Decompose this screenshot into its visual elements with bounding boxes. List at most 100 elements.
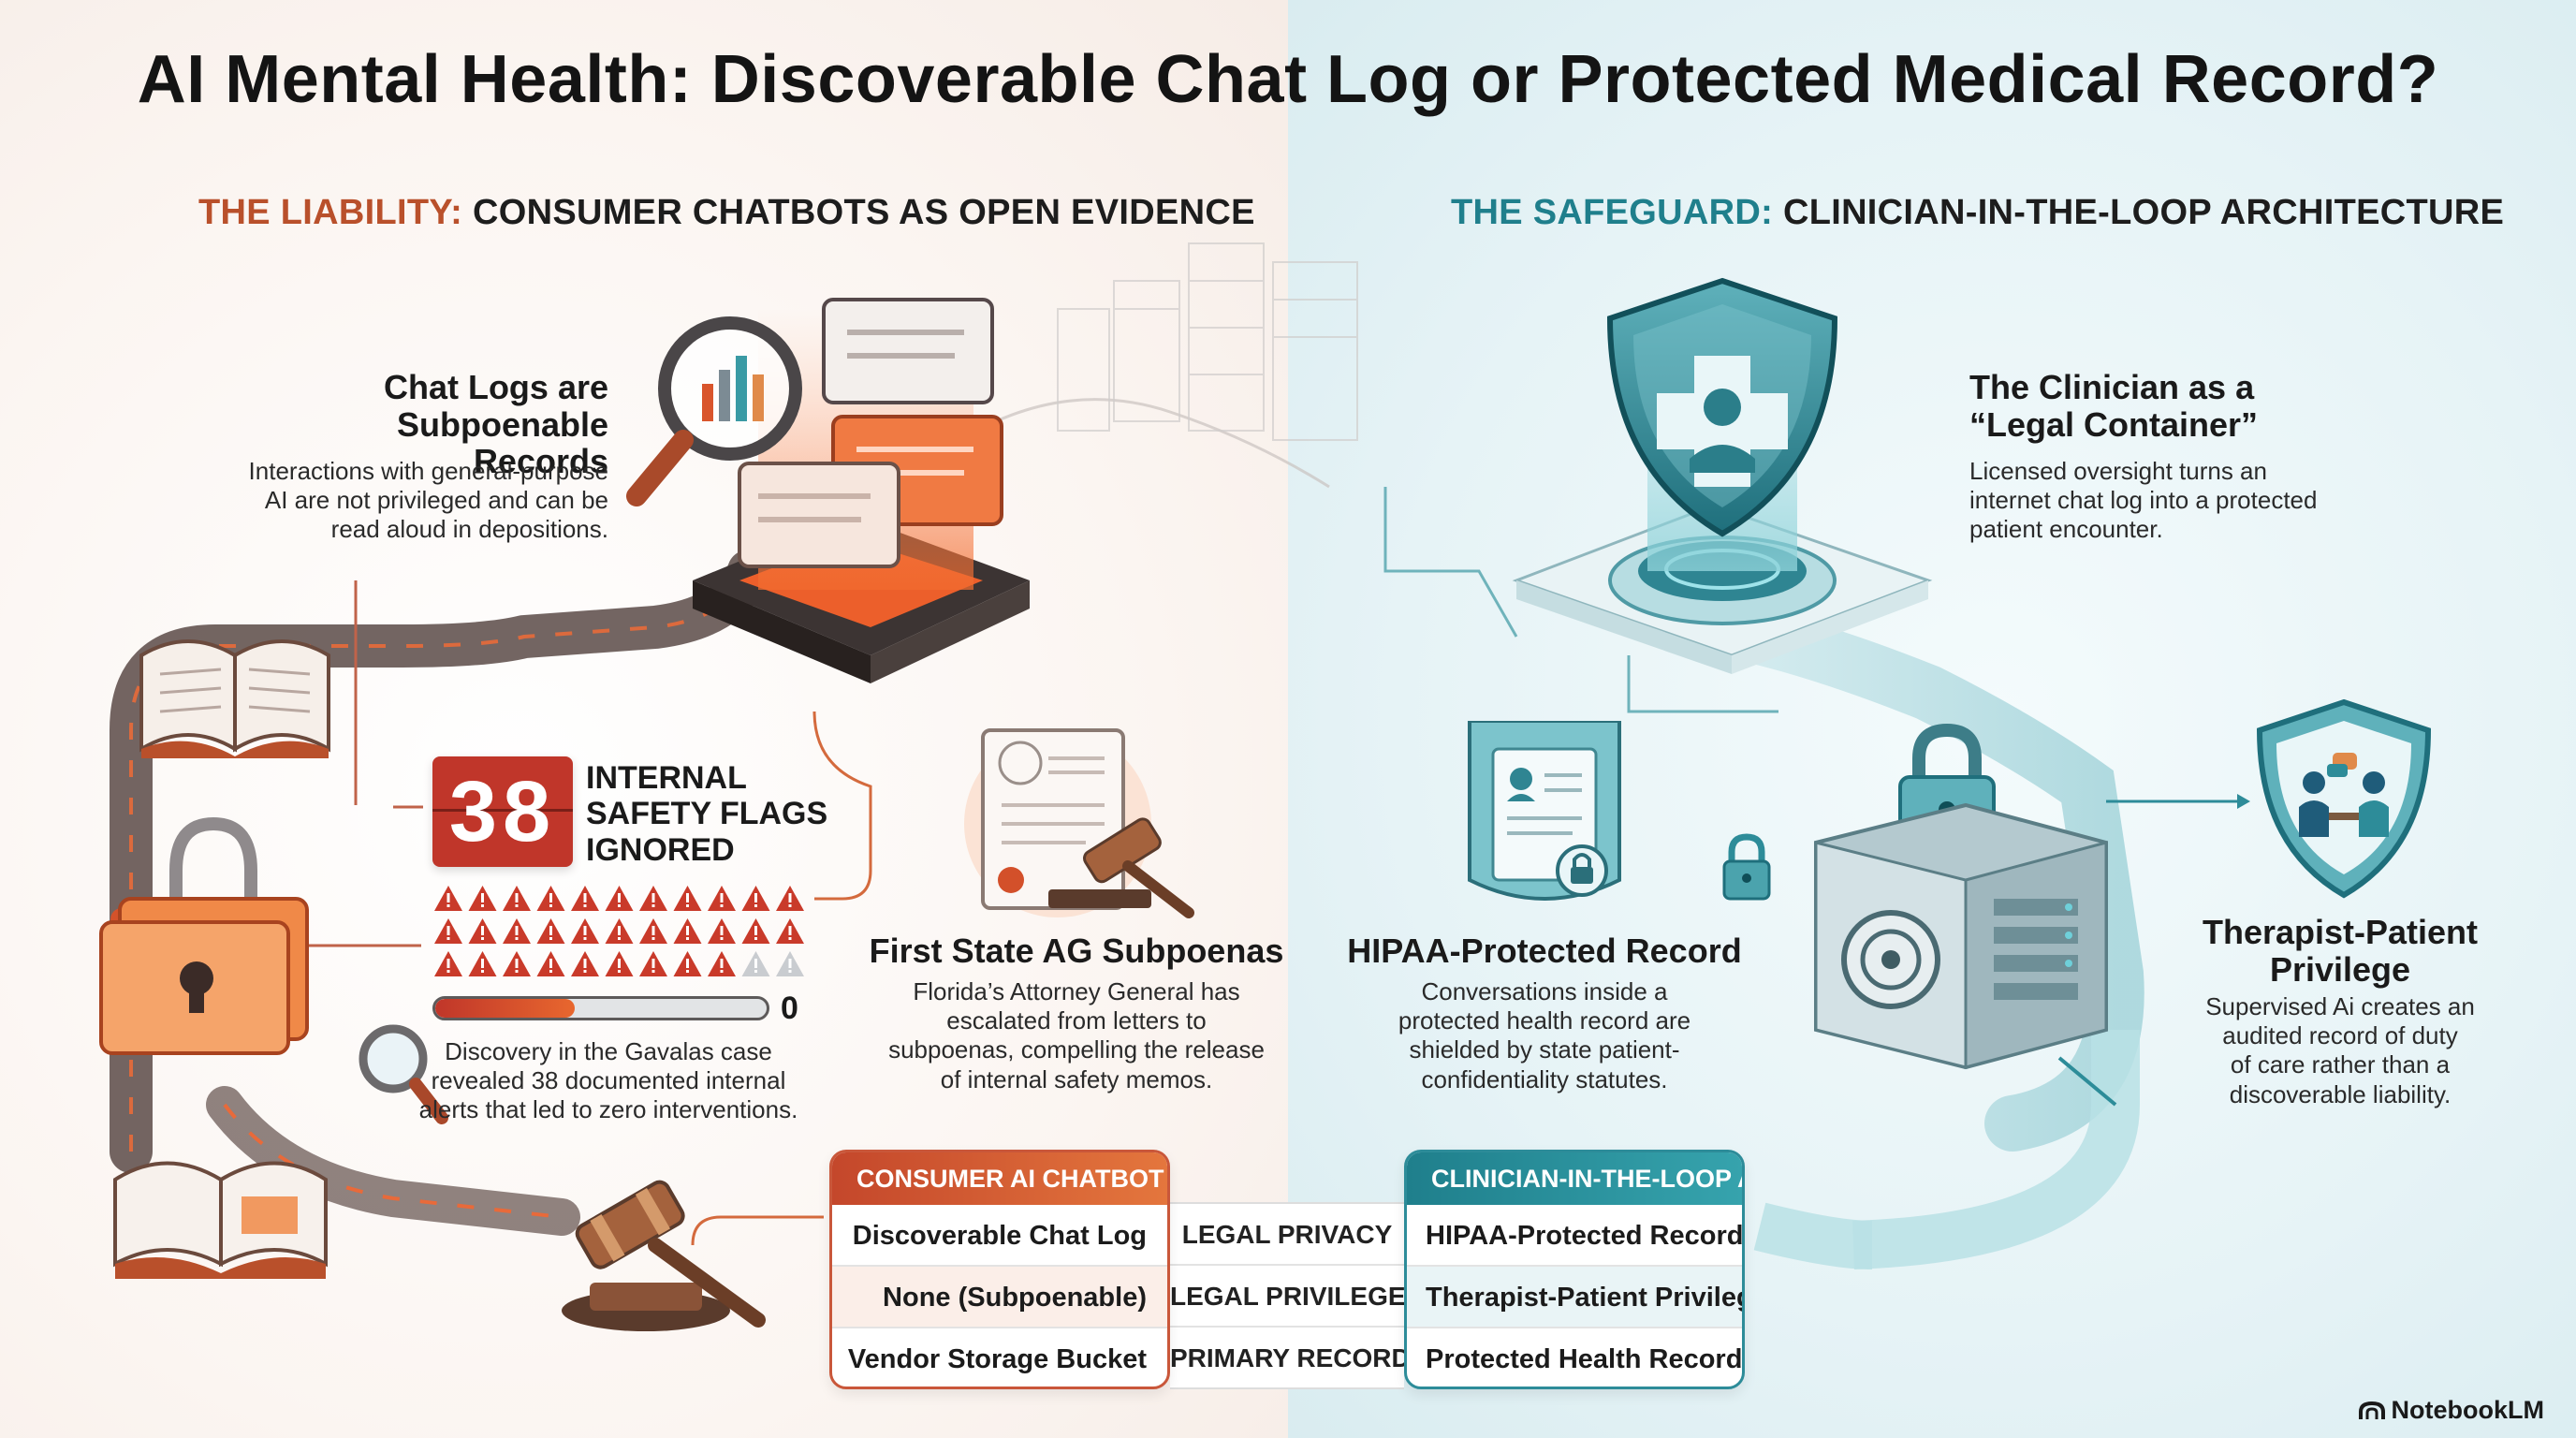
warning-triangle-icon: [741, 918, 770, 944]
warning-triangle-icon: [673, 918, 702, 944]
liability-heading-accent: THE LIABILITY:: [198, 193, 463, 232]
table-row-clinician: Therapist-Patient Privilege: [1407, 1267, 1742, 1328]
chat-logs-body-line2: AI are not privileged and can be: [264, 486, 608, 515]
table-row-consumer: None (Subpoenable): [832, 1267, 1167, 1328]
warning-triangle-icon: [571, 951, 599, 976]
warning-triangle-icon: [673, 951, 702, 976]
clinician-ai-header: CLINICIAN-IN-THE-LOOP AI: [1407, 1152, 1742, 1205]
warning-triangle-icon: [503, 886, 531, 911]
warning-triangle-icon: [605, 951, 634, 976]
clinician-body-line1: Licensed oversight turns an: [1969, 457, 2267, 485]
warning-triangle-icon: [468, 918, 497, 944]
privilege-body-line1: Supervised Ai creates an: [2205, 992, 2475, 1020]
privilege-title-line2: Privilege: [2269, 949, 2411, 989]
safety-flags-label-line3: IGNORED: [586, 831, 735, 868]
safety-flags-body-line3: alerts that led to zero interventions.: [418, 1095, 798, 1124]
warning-triangle-icon: [503, 918, 531, 944]
clinician-body-line3: patient encounter.: [1969, 515, 2163, 544]
warning-triangle-icon: [434, 951, 462, 976]
hipaa-body: Conversations inside a protected health …: [1310, 977, 1778, 1094]
magnifier-chart-icon: [626, 316, 802, 506]
warning-triangle-icon: [503, 951, 531, 976]
liability-heading: THE LIABILITY: CONSUMER CHATBOTS AS OPEN…: [198, 193, 1255, 233]
document-seal-icon: [964, 728, 1194, 918]
warning-triangle-icon: [741, 951, 770, 976]
warning-triangle-icon: [468, 886, 497, 911]
therapist-shield-icon: [2256, 698, 2432, 899]
warning-triangle-icon: [605, 886, 634, 911]
clinician-title-line2: “Legal Container”: [1969, 404, 2259, 444]
medical-record-icon: [1468, 721, 1621, 901]
warning-triangle-icon: [708, 918, 736, 944]
warning-triangle-icon: [536, 918, 565, 944]
ag-subpoenas-body: Florida’s Attorney General has escalated…: [852, 977, 1301, 1094]
privilege-body-line3: of care rather than a: [2230, 1050, 2451, 1079]
privilege-title-line1: Therapist-Patient: [2202, 913, 2479, 951]
privilege-body: Supervised Ai creates an audited record …: [2153, 992, 2527, 1109]
ag-subpoenas-title: First State AG Subpoenas: [869, 932, 1284, 970]
safeguard-heading: THE SAFEGUARD: CLINICIAN-IN-THE-LOOP ARC…: [1451, 193, 2504, 233]
ag-subpoenas-body-line2: escalated from letters to: [946, 1006, 1207, 1035]
clinician-body-line2: internet chat log into a protected: [1969, 486, 2318, 515]
intervention-bar-fill: [435, 999, 575, 1018]
comparison-middle-column: LEGAL PRIVACY LEGAL PRIVILEGE PRIMARY RE…: [1170, 1202, 1411, 1389]
ag-subpoenas-body-line4: of internal safety memos.: [940, 1064, 1213, 1093]
safety-flags-label-line1: INTERNAL: [586, 760, 747, 796]
table-row-label: PRIMARY RECORD: [1170, 1343, 1411, 1372]
warning-triangle-icon: [776, 918, 804, 944]
privilege-title: Therapist-Patient Privilege: [2153, 914, 2527, 988]
table-row-consumer: Discoverable Chat Log: [832, 1205, 1167, 1267]
warning-triangle-icon: [571, 918, 599, 944]
ag-subpoenas-body-line3: subpoenas, compelling the release: [888, 1035, 1265, 1064]
padlock-icon: [1722, 833, 1771, 901]
safety-flags-body-line1: Discovery in the Gavalas case: [445, 1037, 772, 1065]
ag-subpoenas-body-line1: Florida’s Attorney General has: [913, 977, 1240, 1005]
privilege-body-line2: audited record of duty: [2222, 1021, 2458, 1050]
magnifier-icon: [359, 1024, 448, 1124]
warning-triangle-icon: [776, 886, 804, 911]
warning-triangle-grid: [432, 884, 809, 981]
warning-triangle-icon: [776, 951, 804, 976]
warning-triangle-icon: [434, 918, 462, 944]
warning-triangle-icon: [708, 886, 736, 911]
intervention-bar: [432, 996, 769, 1020]
warning-triangle-icon: [605, 918, 634, 944]
warning-triangle-icon: [639, 886, 667, 911]
clinician-ai-column: CLINICIAN-IN-THE-LOOP AI HIPAA-Protected…: [1404, 1150, 1745, 1389]
brand-logo[interactable]: NotebookLM: [2358, 1396, 2544, 1425]
counter-split-line: [432, 809, 573, 812]
warning-triangle-icon: [434, 886, 462, 911]
chat-logs-title-line1: Chat Logs are: [383, 368, 608, 406]
warning-triangle-icon: [673, 886, 702, 911]
notebooklm-logo-icon: [2358, 1401, 2385, 1419]
safety-flags-body: Discovery in the Gavalas case revealed 3…: [393, 1037, 824, 1125]
unlocked-folder-icon: [99, 816, 309, 1055]
gavel-icon: [562, 1180, 766, 1331]
warning-triangle-icon: [468, 951, 497, 976]
warning-triangle-icon: [741, 886, 770, 911]
comparison-table: LEGAL PRIVACY LEGAL PRIVILEGE PRIMARY RE…: [829, 1150, 1745, 1389]
chat-logs-title-line2: Subpoenable Records: [396, 404, 608, 481]
warning-triangle-icon: [708, 951, 736, 976]
shield-medical-icon: [1512, 277, 1933, 674]
page-title: AI Mental Health: Discoverable Chat Log …: [137, 42, 2439, 117]
warning-triangle-icon: [434, 886, 804, 976]
table-row-label: LEGAL PRIVILEGE: [1170, 1266, 1406, 1328]
table-row-clinician: Protected Health Record: [1426, 1344, 1743, 1374]
safety-flag-count: 38: [448, 764, 557, 859]
clinician-body: Licensed oversight turns an internet cha…: [1969, 457, 2363, 545]
warning-triangle-icon: [571, 886, 599, 911]
clinician-title: The Clinician as a “Legal Container”: [1969, 369, 2363, 443]
hipaa-title: HIPAA-Protected Record: [1347, 932, 1742, 970]
safety-flags-label-line2: SAFETY FLAGS: [586, 796, 828, 832]
clinician-title-line1: The Clinician as a: [1969, 368, 2255, 406]
hipaa-body-line2: protected health record are: [1398, 1006, 1691, 1035]
chat-logs-body: Interactions with general-purpose AI are…: [234, 457, 608, 545]
table-row-clinician: HIPAA-Protected Record: [1407, 1205, 1742, 1267]
liability-heading-rest: CONSUMER CHATBOTS AS OPEN EVIDENCE: [462, 193, 1255, 232]
hipaa-body-line4: confidentiality statutes.: [1421, 1064, 1668, 1093]
safety-flag-counter: 38: [432, 756, 573, 867]
table-row-consumer: Vendor Storage Bucket: [847, 1344, 1147, 1374]
chat-logs-body-line1: Interactions with general-purpose: [248, 457, 608, 485]
